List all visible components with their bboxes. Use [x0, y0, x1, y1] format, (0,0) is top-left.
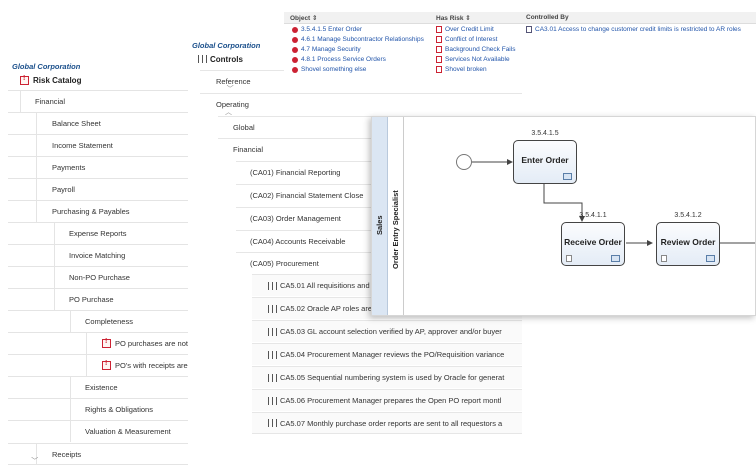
table-row: 4.8.1 Process Service Orders Services No…: [284, 55, 756, 65]
flow-arrow: [543, 184, 585, 222]
risk-icon: [102, 338, 111, 348]
process-icon: [292, 46, 298, 53]
risk-icon: [102, 360, 111, 370]
risk-item[interactable]: Invoice Matching: [8, 244, 328, 266]
control-icon: [268, 396, 277, 405]
risk-link[interactable]: Over Credit Limit: [436, 26, 494, 33]
controls-title: Controls: [210, 54, 243, 64]
risk-item[interactable]: Non-PO Purchase: [8, 266, 328, 288]
control-item[interactable]: CA5.03 GL account selection verified by …: [252, 320, 522, 342]
control-item[interactable]: CA5.05 Sequential numbering system is us…: [252, 366, 522, 388]
control-icon: [268, 373, 277, 382]
risk-item[interactable]: Expense Reports: [8, 222, 328, 244]
risk-catalog-header[interactable]: Risk Catalog: [20, 74, 81, 86]
column-header-controlled-by[interactable]: Controlled By: [526, 14, 569, 21]
process-icon: [292, 66, 298, 73]
risk-doc-icon: [436, 26, 442, 33]
risk-doc-icon: [436, 56, 442, 63]
risk-catalog-title: Risk Catalog: [33, 75, 82, 85]
start-event[interactable]: [456, 154, 472, 170]
risk-item[interactable]: Valuation & Measurement: [8, 420, 328, 442]
chevron-down-icon: ﹀: [31, 458, 39, 465]
lane-band: Sales: [372, 117, 388, 315]
control-icon: [268, 327, 277, 336]
object-link[interactable]: 4.8.1 Process Service Orders: [292, 56, 386, 63]
object-link[interactable]: Shovel something else: [292, 66, 366, 73]
risk-item[interactable]: PO's with receipts are: [8, 354, 328, 376]
control-link[interactable]: CA3.01 Access to change customer credit …: [526, 26, 741, 33]
column-header-has-risk[interactable]: Has Risk ⇕: [436, 15, 471, 22]
org-label: Global Corporation: [12, 62, 81, 71]
subprocess-icon: [563, 173, 572, 180]
flow-arrows: [472, 159, 755, 246]
risk-item[interactable]: Payments: [8, 156, 328, 178]
table-row: 4.6.1 Manage Subcontractor Relationships…: [284, 35, 756, 45]
risk-item[interactable]: Purchasing & Payables: [8, 200, 328, 222]
control-item[interactable]: CA5.04 Procurement Manager reviews the P…: [252, 343, 522, 365]
risk-item[interactable]: PO purchases are not: [8, 332, 328, 354]
process-icon: [292, 56, 298, 63]
task-review-order[interactable]: 3.5.4.1.2 Review Order: [656, 212, 720, 266]
task-enter-order[interactable]: 3.5.4.1.5 Enter Order: [513, 130, 577, 184]
subprocess-icon: [706, 255, 715, 262]
control-icon: [268, 419, 277, 427]
table-row: 3.5.4.1.5 Enter Order Over Credit Limit …: [284, 25, 756, 35]
risk-doc-icon: [436, 66, 442, 73]
risk-link[interactable]: Shovel broken: [436, 66, 487, 73]
risk-doc-icon: [436, 36, 442, 43]
risk-item[interactable]: Rights & Obligations: [8, 398, 328, 420]
process-icon: [292, 36, 298, 43]
table-row: Shovel something else Shovel broken: [284, 65, 756, 75]
object-link[interactable]: 4.6.1 Manage Subcontractor Relationships: [292, 36, 424, 43]
document-icon: [661, 255, 667, 262]
control-icon: [268, 281, 277, 290]
process-diagram: Sales Order Entry Specialist 3.5.4.1.5 E…: [371, 116, 756, 316]
subprocess-icon: [611, 255, 620, 262]
risk-item-financial[interactable]: Financial: [8, 90, 328, 112]
relations-table: Object ⇕ Has Risk ⇕ Controlled By 3.5.4.…: [284, 12, 756, 80]
control-item-operating[interactable]: Operating︿: [200, 93, 522, 116]
risk-link[interactable]: Conflict of Interest: [436, 36, 497, 43]
risk-item[interactable]: Payroll: [8, 178, 328, 200]
risk-item[interactable]: Balance Sheet: [8, 112, 328, 134]
org-label: Global Corporation: [192, 41, 261, 50]
controls-icon: [198, 55, 207, 63]
role-band: Order Entry Specialist: [388, 117, 404, 315]
object-link[interactable]: 4.7 Manage Security: [292, 46, 361, 53]
risk-item[interactable]: Completeness: [8, 310, 328, 332]
control-icon: [268, 350, 277, 359]
risk-item[interactable]: Income Statement: [8, 134, 328, 156]
control-icon: [268, 304, 277, 313]
document-icon: [566, 255, 572, 262]
control-item[interactable]: CA5.06 Procurement Manager prepares the …: [252, 389, 522, 411]
column-header-object[interactable]: Object ⇕: [290, 15, 318, 22]
risk-link[interactable]: Services Not Available: [436, 56, 510, 63]
chevron-up-icon: ︿: [224, 108, 232, 116]
risk-item[interactable]: PO Purchase: [8, 288, 328, 310]
control-item[interactable]: CA5.07 Monthly purchase order reports ar…: [252, 412, 522, 434]
control-doc-icon: [526, 26, 532, 33]
chevron-down-icon: ﹀: [226, 85, 234, 93]
risk-item[interactable]: Existence: [8, 376, 328, 398]
object-link[interactable]: 3.5.4.1.5 Enter Order: [292, 26, 362, 33]
risk-item-receipts[interactable]: Receipts﹀: [8, 443, 328, 465]
controls-header[interactable]: Controls: [198, 53, 243, 65]
table-row: 4.7 Manage Security Background Check Fai…: [284, 45, 756, 55]
risk-doc-icon: [436, 46, 442, 53]
risk-link[interactable]: Background Check Fails: [436, 46, 515, 53]
risk-icon: [20, 75, 29, 85]
table-header: Object ⇕ Has Risk ⇕ Controlled By: [284, 12, 756, 24]
controls-panel: Global Corporation Controls Reference﹀ O…: [188, 38, 524, 476]
task-receive-order[interactable]: 3.5.4.1.1 Receive Order: [561, 212, 625, 266]
process-icon: [292, 26, 298, 33]
